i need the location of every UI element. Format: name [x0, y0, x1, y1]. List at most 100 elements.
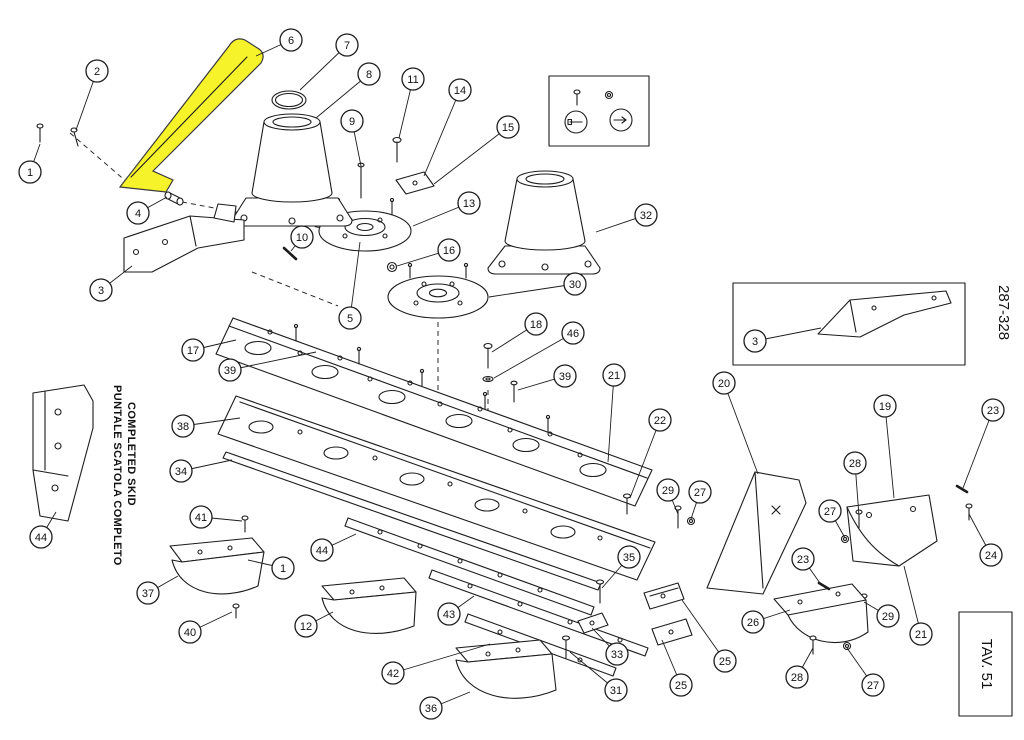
callout-39: 39 [218, 351, 317, 382]
callout-2: 2 [75, 59, 109, 131]
bolt-41 [241, 515, 249, 533]
bolt-11 [392, 136, 402, 163]
screw-2 [70, 127, 79, 147]
drum-cone-32 [487, 170, 601, 275]
svg-text:19: 19 [879, 401, 891, 413]
svg-text:44: 44 [316, 545, 328, 557]
callout-36: 36 [419, 691, 471, 720]
bolt-35 [595, 579, 605, 604]
pin-10 [282, 246, 298, 261]
cutterbar-tray-38 [217, 395, 656, 581]
nut-27c [842, 641, 852, 651]
svg-text:18: 18 [530, 319, 542, 331]
svg-text:44: 44 [35, 532, 47, 544]
arrow-legend-icon [609, 108, 633, 132]
angle-bracket-25b [651, 618, 693, 646]
svg-text:40: 40 [184, 627, 196, 639]
stud-39 [510, 380, 518, 403]
drum-cone-8 [231, 113, 353, 227]
callout-14: 14 [423, 78, 472, 177]
blade-strip-43 [428, 569, 649, 657]
svg-text:16: 16 [443, 245, 455, 257]
side-note-italian: PUNTALE SCATOLA COMPLETO [111, 385, 123, 566]
svg-text:22: 22 [654, 415, 666, 427]
bolt-18 [483, 342, 493, 369]
reference-box-bracket-3 [732, 282, 966, 366]
callout-21: 21 [602, 363, 626, 463]
nut-icon [604, 90, 614, 100]
svg-text:11: 11 [407, 74, 418, 86]
callout-27: 27 [846, 647, 885, 697]
support-bracket-3 [123, 203, 245, 273]
nut-27a [686, 516, 696, 526]
svg-text:28: 28 [791, 672, 803, 684]
svg-text:21: 21 [608, 370, 620, 382]
callout-21: 21 [903, 565, 933, 646]
callout-27: 27 [818, 499, 846, 539]
callout-15: 15 [433, 115, 520, 185]
callout-23: 23 [791, 547, 823, 587]
bolt-icon [573, 89, 581, 106]
callout-41: 41 [189, 505, 243, 529]
svg-text:33: 33 [611, 649, 623, 661]
callout-28: 28 [785, 647, 814, 689]
svg-text:27: 27 [694, 487, 706, 499]
svg-text:13: 13 [463, 198, 475, 210]
svg-text:1: 1 [280, 563, 286, 575]
callout-46: 46 [493, 321, 585, 379]
callout-11: 11 [398, 67, 425, 139]
callout-18: 18 [491, 312, 548, 353]
svg-text:29: 29 [662, 485, 674, 497]
bolt-28b [809, 635, 817, 655]
washer-46 [482, 375, 494, 383]
svg-text:17: 17 [187, 345, 199, 357]
bolt-31 [561, 635, 571, 659]
callout-38: 38 [171, 414, 241, 438]
blade-strip-44 [344, 517, 595, 616]
svg-text:30: 30 [569, 279, 581, 291]
skid-shoe-12 [321, 577, 417, 634]
nut-16 [386, 261, 398, 273]
callout-22: 22 [629, 408, 672, 499]
svg-text:12: 12 [300, 621, 312, 633]
pin-23a [955, 484, 969, 494]
callout-34: 34 [169, 459, 233, 483]
callout-12: 12 [294, 611, 334, 638]
svg-text:39: 39 [559, 371, 571, 383]
wear-strip-34 [222, 451, 602, 591]
svg-text:6: 6 [288, 35, 294, 47]
sheet-code: 287-328 [995, 285, 1012, 340]
side-plate-20 [706, 471, 807, 595]
angle-bracket-25a [643, 582, 685, 610]
callout-3: 3 [89, 265, 133, 302]
svg-text:39: 39 [224, 365, 236, 377]
callout-44: 44 [310, 533, 357, 562]
svg-text:23: 23 [987, 405, 999, 417]
svg-text:43: 43 [443, 609, 455, 621]
callout-8: 8 [315, 62, 381, 119]
svg-text:8: 8 [366, 69, 372, 81]
svg-text:27: 27 [867, 680, 879, 692]
callout-29: 29 [863, 601, 900, 628]
tab-plate-14 [395, 171, 435, 195]
callout-44: 44 [29, 511, 57, 549]
callout-35: 35 [601, 545, 641, 589]
stud-9 [357, 162, 365, 199]
plate-number-box: TAV. 51 [958, 611, 1013, 717]
svg-text:24: 24 [985, 550, 997, 562]
callout-1: 1 [247, 556, 295, 580]
callout-17: 17 [181, 338, 237, 362]
callout-16: 16 [396, 238, 461, 267]
svg-text:38: 38 [177, 421, 189, 433]
callout-25: 25 [681, 599, 737, 673]
svg-text:32: 32 [640, 210, 652, 222]
plate-number: TAV. 51 [978, 639, 995, 690]
svg-text:14: 14 [454, 85, 466, 97]
highlighted-guard-group [118, 38, 264, 193]
bar-studs-39 [293, 323, 551, 433]
callout-33: 33 [591, 627, 629, 666]
callout-32: 32 [595, 203, 658, 233]
callout-6: 6 [255, 28, 303, 57]
